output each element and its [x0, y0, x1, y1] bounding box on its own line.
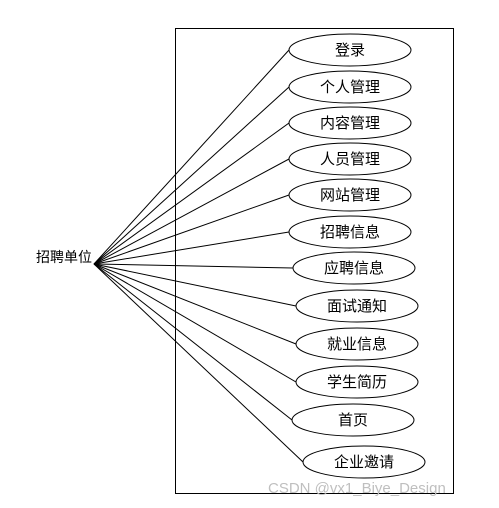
associations — [93, 49, 304, 463]
use-case-ellipse — [295, 327, 419, 361]
use-case: 内容管理 — [288, 106, 412, 140]
use-case: 学生简历 — [295, 365, 419, 399]
use-case-label: 就业信息 — [327, 335, 387, 353]
use-case: 就业信息 — [295, 327, 419, 361]
association-line — [93, 122, 290, 265]
use-case: 应聘信息 — [292, 251, 416, 285]
use-case: 登录 — [288, 33, 412, 67]
use-case-label: 学生简历 — [327, 373, 387, 391]
association-line — [93, 194, 290, 265]
use-case-ellipse — [288, 142, 412, 176]
use-case-ellipse — [295, 365, 419, 399]
use-case-ellipse — [288, 70, 412, 104]
use-case-ellipse — [288, 33, 412, 67]
system-boundary — [175, 28, 454, 494]
use-case-ellipse — [291, 403, 415, 437]
use-case-label: 企业邀请 — [334, 453, 394, 471]
use-case: 网站管理 — [288, 178, 412, 212]
use-case-label: 网站管理 — [320, 186, 380, 204]
use-case: 首页 — [291, 403, 415, 437]
use-case-label: 面试通知 — [327, 297, 387, 315]
use-case-ellipse — [288, 215, 412, 249]
association-line — [93, 158, 290, 265]
use-case-label: 个人管理 — [320, 78, 380, 96]
actor-label: 招聘单位 — [36, 250, 92, 266]
association-line — [93, 263, 294, 269]
use-case-label: 应聘信息 — [324, 259, 384, 277]
use-case-label: 内容管理 — [320, 114, 380, 132]
use-case: 面试通知 — [295, 289, 419, 323]
use-case-label: 登录 — [335, 41, 365, 59]
use-case: 招聘信息 — [288, 215, 412, 249]
use-case-ellipse — [288, 178, 412, 212]
use-case-ellipse — [292, 251, 416, 285]
use-case-ellipse — [288, 106, 412, 140]
association-line — [93, 263, 297, 345]
use-case: 个人管理 — [288, 70, 412, 104]
association-line — [93, 263, 297, 383]
association-line — [93, 231, 290, 265]
association-line — [93, 86, 290, 265]
watermark-text: CSDN @vx1_Biye_Design — [268, 480, 446, 497]
use-cases: 登录个人管理内容管理人员管理网站管理招聘信息应聘信息面试通知就业信息学生简历首页… — [288, 33, 426, 479]
association-line — [93, 263, 304, 463]
association-line — [93, 263, 293, 421]
use-case-label: 人员管理 — [320, 150, 380, 168]
use-case-ellipse — [295, 289, 419, 323]
association-line — [93, 263, 297, 307]
use-case-ellipse — [302, 445, 426, 479]
use-case-label: 首页 — [338, 411, 368, 429]
use-case: 企业邀请 — [302, 445, 426, 479]
use-case: 人员管理 — [288, 142, 412, 176]
use-case-label: 招聘信息 — [320, 223, 380, 241]
association-line — [93, 49, 290, 265]
